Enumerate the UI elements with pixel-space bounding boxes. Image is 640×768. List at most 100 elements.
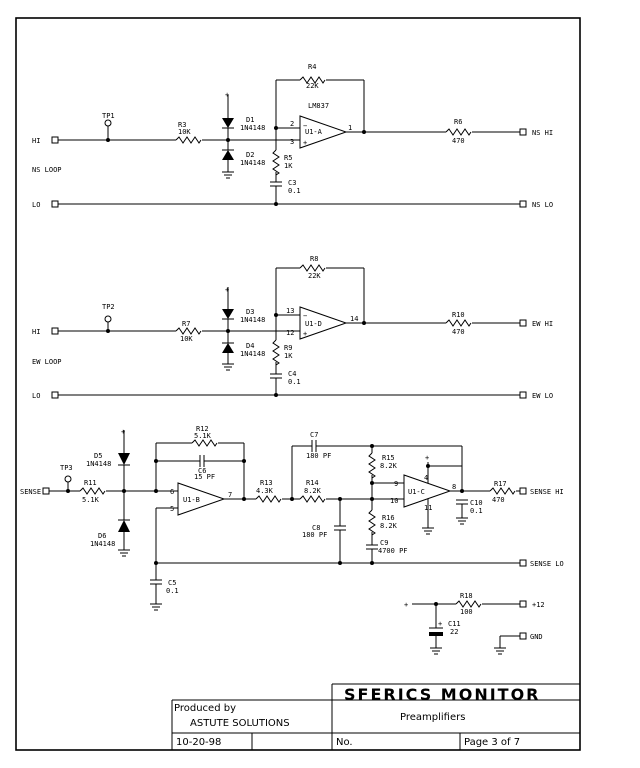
value-r11: 5.1K xyxy=(82,496,100,504)
pin-a-out: 1 xyxy=(348,124,352,132)
label-c8: C8 xyxy=(312,524,320,532)
label-c7: C7 xyxy=(310,431,318,439)
port-lo-2 xyxy=(51,391,59,399)
label-hi-2: HI xyxy=(32,328,40,336)
label-r15: R15 xyxy=(382,454,395,462)
diode-d5 xyxy=(118,453,130,465)
value-r14: 8.2K xyxy=(304,487,322,495)
value-d1: 1N4148 xyxy=(240,124,265,132)
pin-b-neg: 6 xyxy=(170,488,174,496)
label-r4: R4 xyxy=(308,63,316,71)
label-d6: D6 xyxy=(98,532,106,540)
svg-text:+: + xyxy=(303,139,307,147)
pin-c-out: 8 xyxy=(452,483,456,491)
label-r5: R5 xyxy=(284,154,292,162)
port-sense xyxy=(42,487,50,495)
label-gnd: GND xyxy=(530,633,543,641)
page-number: Page 3 of 7 xyxy=(464,737,520,748)
value-r5: 1K xyxy=(284,162,293,170)
label-u1d: U1-D xyxy=(305,320,322,328)
label-d3: D3 xyxy=(246,308,254,316)
port-lo-1 xyxy=(51,200,59,208)
resistor-r13 xyxy=(255,495,282,503)
company-name: ASTUTE SOLUTIONS xyxy=(190,718,290,729)
value-r18: 100 xyxy=(460,608,473,616)
resistor-r5 xyxy=(272,149,280,176)
label-r7: R7 xyxy=(182,320,190,328)
pin-b-pos: 5 xyxy=(170,505,174,513)
label-r14: R14 xyxy=(306,479,319,487)
value-c10: 0.1 xyxy=(470,507,483,515)
svg-text:+: + xyxy=(303,330,307,338)
value-r7: 10K xyxy=(180,335,193,343)
resistor-r3 xyxy=(175,136,202,144)
drawing-subtitle: Preamplifiers xyxy=(400,712,465,723)
label-ns-loop: NS LOOP xyxy=(32,166,62,174)
resistor-r14 xyxy=(299,495,326,503)
label-c11: C11 xyxy=(448,620,461,628)
value-d5: 1N4148 xyxy=(86,460,111,468)
port-ns-lo xyxy=(519,200,527,208)
opamp-u1c xyxy=(403,474,452,508)
value-r6: 470 xyxy=(452,137,465,145)
label-lm837: LM837 xyxy=(308,102,329,110)
value-c6: 15 PF xyxy=(194,473,215,481)
port-12v xyxy=(519,600,527,608)
label-c9: C9 xyxy=(380,539,388,547)
label-d2: D2 xyxy=(246,151,254,159)
page-border xyxy=(15,17,581,751)
plus-d5: + xyxy=(121,428,125,436)
label-sense: SENSE xyxy=(20,488,41,496)
label-ew-lo: EW LO xyxy=(532,392,553,400)
diode-d3 xyxy=(222,309,234,319)
resistor-r7 xyxy=(175,327,202,335)
port-ew-hi xyxy=(519,319,527,327)
opamp-u1a xyxy=(299,115,348,149)
pin-d-neg: 13 xyxy=(286,307,294,315)
label-r8: R8 xyxy=(310,255,318,263)
value-r16: 8.2K xyxy=(380,522,398,530)
value-r17: 470 xyxy=(492,496,505,504)
resistor-r16 xyxy=(368,509,376,536)
pin-c-pos: 9 xyxy=(394,480,398,488)
label-u1b: U1-B xyxy=(183,496,200,504)
label-c6: C6 xyxy=(198,467,206,475)
value-r8: 22K xyxy=(308,272,321,280)
resistor-r10 xyxy=(445,319,472,327)
label-r16: R16 xyxy=(382,514,395,522)
resistor-r11 xyxy=(79,487,106,495)
label-d4: D4 xyxy=(246,342,254,350)
value-r4: 22K xyxy=(306,82,319,90)
port-gnd xyxy=(519,632,527,640)
label-ns-hi: NS HI xyxy=(532,129,553,137)
label-r17: R17 xyxy=(494,480,507,488)
test-point-tp2 xyxy=(104,315,112,323)
value-c11: 22 xyxy=(450,628,458,636)
diode-d4 xyxy=(222,343,234,353)
port-hi-1 xyxy=(51,136,59,144)
sense-filter: SENSE TP3 R11 5.1K + D5 1N4148 D6 1N4148… xyxy=(20,425,564,611)
value-d2: 1N4148 xyxy=(240,159,265,167)
produced-by: Produced by xyxy=(174,703,236,714)
resistor-r18 xyxy=(455,600,482,608)
label-tp1: TP1 xyxy=(102,112,115,120)
label-tp3: TP3 xyxy=(60,464,73,472)
svg-text:−: − xyxy=(303,122,307,130)
resistor-r17 xyxy=(489,487,516,495)
label-ew-hi: EW HI xyxy=(532,320,553,328)
label-12v: +12 xyxy=(532,601,545,609)
value-r10: 470 xyxy=(452,328,465,336)
plus-d1: + xyxy=(225,91,229,99)
opamp-u1b xyxy=(177,482,226,516)
label-sense-hi: SENSE HI xyxy=(530,488,564,496)
value-r15: 8.2K xyxy=(380,462,398,470)
label-d1: D1 xyxy=(246,116,254,124)
label-r10: R10 xyxy=(452,311,465,319)
label-c3: C3 xyxy=(288,179,296,187)
resistor-r6 xyxy=(445,128,472,136)
label-c10: C10 xyxy=(470,499,483,507)
drawing-title: SFERICS MONITOR xyxy=(344,685,541,704)
capacitor-c11 xyxy=(429,632,443,636)
label-r3: R3 xyxy=(178,121,186,129)
diode-d1 xyxy=(222,118,234,128)
